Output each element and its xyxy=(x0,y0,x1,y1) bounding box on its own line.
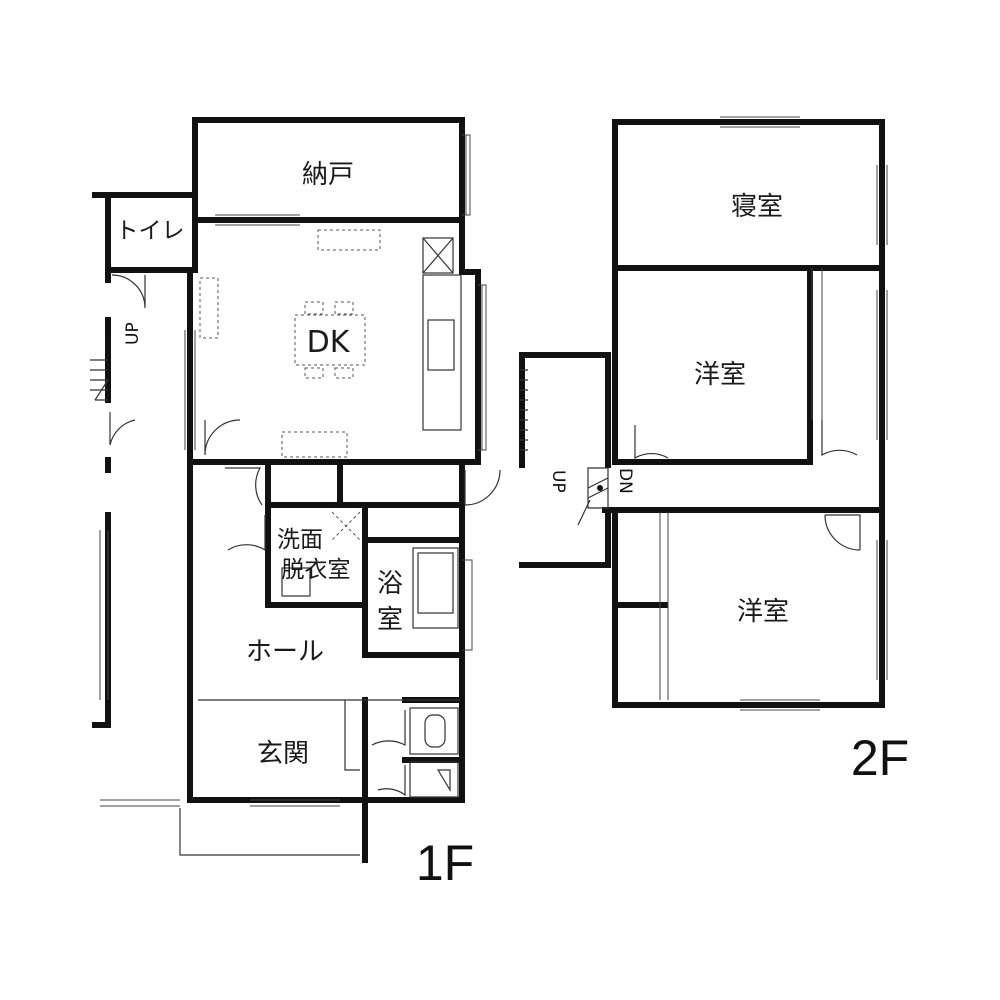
room-label-bath-1: 浴 xyxy=(377,569,403,599)
floor-label-2f: 2F xyxy=(851,730,909,786)
room-label-bath-2: 室 xyxy=(377,605,403,635)
second-floor-doors xyxy=(634,420,861,551)
room-label-washroom-2: 脱衣室 xyxy=(282,557,351,583)
toilet-fixtures xyxy=(409,707,459,798)
room-label-entrance: 玄関 xyxy=(257,739,309,769)
first-floor-doors xyxy=(109,274,501,797)
stairs-up-label-2f: UP xyxy=(548,470,568,493)
entrance-porch xyxy=(179,808,360,856)
first-floor-plan: 納戸 トイレ DK 洗面 脱衣室 浴 室 ホール 玄関 UP 1F xyxy=(90,117,501,891)
room-label-dining-kitchen: DK xyxy=(307,325,351,360)
bathtub xyxy=(412,547,459,629)
second-floor-stairs xyxy=(520,369,609,526)
washbasin xyxy=(281,511,361,597)
room-label-western-room-2: 洋室 xyxy=(737,597,789,627)
second-floor-walls xyxy=(519,119,885,708)
first-floor-windows xyxy=(99,134,487,807)
room-label-western-room-1: 洋室 xyxy=(694,360,746,390)
room-label-bedroom: 寝室 xyxy=(731,192,783,222)
second-floor-plan: 寝室 洋室 洋室 UP DN 2F xyxy=(519,116,909,786)
room-label-toilet: トイレ xyxy=(116,218,185,244)
first-floor-stairs xyxy=(90,325,111,401)
room-label-washroom-1: 洗面 xyxy=(277,527,323,553)
kitchen-counter xyxy=(422,237,462,431)
second-floor-windows xyxy=(659,116,888,711)
stairs-down-label-2f: DN xyxy=(615,468,635,494)
room-label-hall: ホール xyxy=(246,637,324,667)
floor-label-1f: 1F xyxy=(416,835,474,891)
shoe-cabinet xyxy=(344,700,360,771)
stairs-up-label-1f: UP xyxy=(123,322,143,345)
dining-table xyxy=(199,229,381,458)
room-label-storage: 納戸 xyxy=(302,160,354,190)
